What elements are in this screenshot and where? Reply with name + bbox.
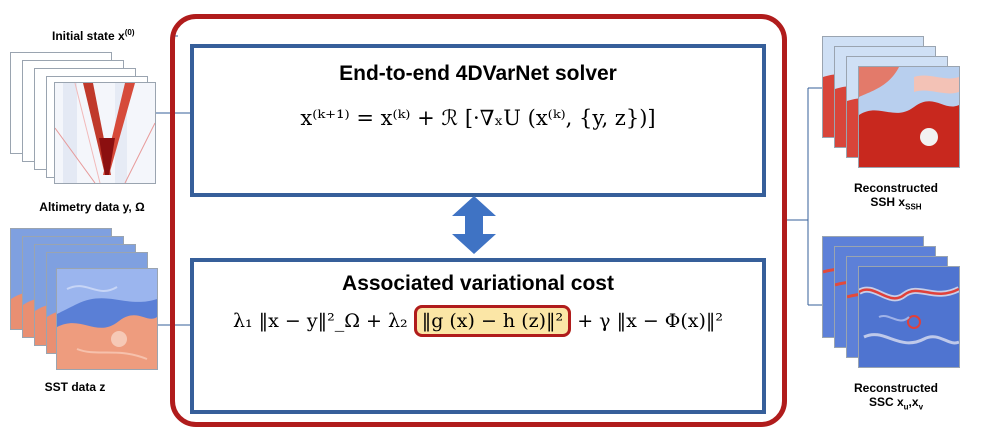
ssc-field-image	[858, 266, 960, 368]
cost-term-highlight: ‖g (x) − h (z)‖²	[413, 305, 572, 337]
solver-title: End-to-end 4DVarNet solver	[339, 62, 617, 85]
altimetry-label: Altimetry data y, Ω	[39, 200, 145, 214]
sst-label: SST data z	[44, 380, 106, 394]
ssc-label: Reconstructed SSC xu,xv	[853, 381, 939, 412]
solver-frame	[170, 14, 787, 427]
ssh-label: Reconstructed SSH xSSH	[853, 181, 939, 212]
altimetry-track-image	[54, 82, 156, 184]
solver-box: End-to-end 4DVarNet solver x⁽ᵏ⁺¹⁾ = x⁽ᵏ⁾…	[190, 44, 766, 197]
ssh-field-image	[858, 66, 960, 168]
solver-equation: x⁽ᵏ⁺¹⁾ = x⁽ᵏ⁾ + ℛ [·∇ₓU (x⁽ᵏ⁾, {y, z})]	[300, 106, 656, 130]
initial-state-label: Initial state x(0)	[52, 28, 135, 43]
altimetry-image-stack	[10, 52, 156, 184]
ssh-image-stack	[822, 36, 972, 176]
cost-equation: λ₁ ‖x − y‖²_Ω + λ₂ ‖g (x) − h (z)‖² + γ …	[194, 305, 762, 337]
cost-title: Associated variational cost	[342, 272, 614, 295]
sst-image-stack	[10, 228, 160, 370]
sst-field-image	[56, 268, 158, 370]
cost-box: Associated variational cost λ₁ ‖x − y‖²_…	[190, 258, 766, 414]
ssc-image-stack	[822, 236, 972, 376]
cost-term-prior: + γ ‖x − Φ(x)‖²	[577, 310, 724, 332]
cost-term-fidelity: λ₁ ‖x − y‖²_Ω + λ₂	[232, 310, 408, 332]
bidirectional-arrow-icon	[452, 196, 496, 254]
